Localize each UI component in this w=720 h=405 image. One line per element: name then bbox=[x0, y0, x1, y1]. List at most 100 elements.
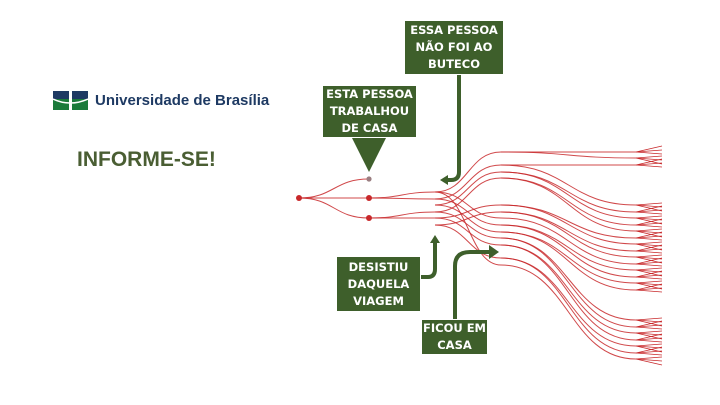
transmission-line bbox=[434, 224, 502, 259]
transmission-line bbox=[500, 257, 637, 354]
arrow-gave-up-trip bbox=[421, 240, 437, 279]
transmission-line bbox=[500, 257, 637, 347]
transmission-line bbox=[434, 211, 502, 239]
unb-logo: Universidade de Brasília bbox=[53, 91, 269, 110]
fan-line bbox=[635, 244, 663, 252]
headline: INFORME-SE! bbox=[77, 148, 216, 171]
transmission-line bbox=[368, 191, 436, 199]
fan-line bbox=[635, 333, 663, 341]
arrow-head-icon bbox=[440, 175, 448, 185]
transmission-line bbox=[500, 217, 637, 265]
fan-line bbox=[635, 358, 663, 366]
fan-line bbox=[635, 248, 663, 252]
transmission-line bbox=[500, 171, 637, 219]
fan-line bbox=[635, 237, 663, 241]
transmission-line bbox=[434, 198, 502, 226]
fan-line bbox=[635, 270, 663, 278]
transmission-line bbox=[434, 151, 502, 193]
transmission-line bbox=[434, 171, 502, 206]
transmission-line bbox=[500, 204, 637, 239]
transmission-line bbox=[434, 191, 502, 266]
transmission-line bbox=[500, 237, 637, 328]
transmission-line bbox=[500, 151, 637, 159]
arrow-stayed-home bbox=[453, 250, 490, 319]
transmission-line bbox=[434, 191, 502, 219]
transmission-line bbox=[500, 164, 637, 206]
transmission-line bbox=[434, 217, 502, 246]
transmission-line bbox=[434, 164, 502, 200]
fan-line bbox=[635, 274, 663, 278]
callout-stayed-home: FICOU EM CASA bbox=[421, 319, 488, 355]
infected-person-dot bbox=[296, 195, 302, 201]
transmission-line bbox=[500, 224, 637, 278]
transmission-line bbox=[500, 211, 637, 258]
fan-line bbox=[635, 324, 663, 328]
fan-line bbox=[635, 218, 663, 226]
transmission-line bbox=[298, 197, 370, 219]
fan-line bbox=[635, 261, 663, 265]
fan-line bbox=[635, 158, 663, 166]
arrow-head-icon bbox=[430, 235, 440, 243]
unb-logo-mark-icon bbox=[53, 91, 88, 110]
fan-line bbox=[635, 287, 663, 291]
fan-line bbox=[635, 254, 663, 258]
transmission-line bbox=[500, 244, 637, 341]
fan-line bbox=[635, 317, 663, 321]
fan-line bbox=[635, 352, 663, 356]
infected-person-dot bbox=[366, 195, 372, 201]
fan-line bbox=[635, 356, 663, 360]
transmission-line bbox=[500, 211, 637, 252]
arrow-head-icon bbox=[489, 245, 499, 259]
logo-text: Universidade de Brasília bbox=[95, 92, 270, 109]
fan-line bbox=[635, 263, 663, 267]
fan-line bbox=[635, 283, 663, 291]
fan-line bbox=[635, 149, 663, 153]
fan-line bbox=[635, 205, 663, 213]
arrow-buteco bbox=[444, 75, 461, 182]
fan-line bbox=[635, 320, 663, 328]
fan-line bbox=[635, 276, 663, 280]
fan-line bbox=[635, 209, 663, 213]
fan-line bbox=[635, 330, 663, 334]
callout-gave-up-trip: DESISTIU DAQUELA VIAGEM bbox=[336, 256, 421, 312]
fan-line bbox=[635, 145, 663, 153]
fan-line bbox=[635, 241, 663, 245]
fan-line bbox=[635, 257, 663, 265]
callout-buteco: ESSA PESSOA NÃO FOI AO BUTECO bbox=[404, 20, 504, 75]
transmission-line bbox=[434, 177, 502, 213]
fan-line bbox=[635, 267, 663, 271]
transmission-line bbox=[434, 204, 502, 233]
pointer-home-office bbox=[352, 138, 386, 172]
transmission-line bbox=[500, 244, 637, 334]
fan-line bbox=[635, 222, 663, 226]
transmission-line bbox=[500, 177, 637, 232]
fan-line bbox=[635, 164, 663, 168]
fan-line bbox=[635, 337, 663, 341]
fan-line bbox=[635, 211, 663, 215]
fan-line bbox=[635, 224, 663, 228]
fan-line bbox=[635, 289, 663, 293]
fan-line bbox=[635, 250, 663, 254]
infected-person-dot bbox=[366, 215, 372, 221]
callout-home-office: ESTA PESSOA TRABALHOU DE CASA bbox=[322, 85, 417, 138]
fan-line bbox=[635, 202, 663, 206]
fan-line bbox=[635, 343, 663, 347]
transmission-line bbox=[500, 237, 637, 321]
transmission-line bbox=[298, 178, 370, 199]
fan-line bbox=[635, 339, 663, 343]
transmission-line bbox=[500, 204, 637, 245]
fan-line bbox=[635, 280, 663, 284]
transmission-line bbox=[368, 211, 436, 219]
fan-line bbox=[635, 346, 663, 354]
fan-line bbox=[635, 155, 663, 159]
fan-line bbox=[635, 358, 663, 362]
fan-line bbox=[635, 350, 663, 354]
fan-line bbox=[635, 215, 663, 219]
transmission-line bbox=[368, 197, 436, 200]
fan-line bbox=[635, 228, 663, 232]
fan-line bbox=[635, 151, 663, 155]
transmission-line bbox=[500, 264, 637, 360]
fan-line bbox=[635, 235, 663, 239]
fan-line bbox=[635, 326, 663, 330]
